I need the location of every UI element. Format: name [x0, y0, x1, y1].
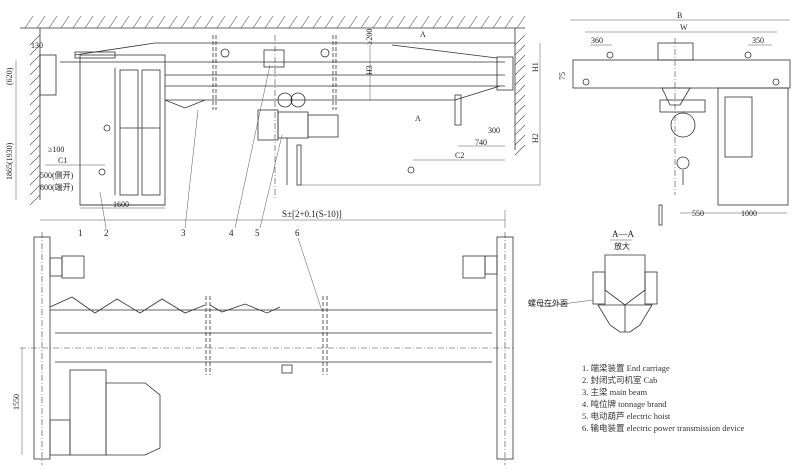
svg-text:350: 350: [752, 36, 764, 45]
cab-side: [717, 87, 789, 206]
callouts: 1 2 3 4 5 6: [78, 64, 323, 312]
svg-text:6: 6: [295, 228, 300, 238]
svg-text:1. 端梁装置 End carriage: 1. 端梁装置 End carriage: [582, 363, 670, 373]
svg-text:1600: 1600: [113, 200, 129, 209]
svg-text:1550: 1550: [12, 394, 21, 410]
svg-text:2: 2: [104, 228, 109, 238]
svg-text:5. 电动葫芦 electric hoist: 5. 电动葫芦 electric hoist: [582, 411, 671, 421]
hoist-plan: [281, 364, 293, 374]
section-title: A—A: [612, 229, 634, 239]
svg-text:H1: H1: [531, 62, 540, 72]
section-a-a: A—A 放大 螺母在外面: [528, 229, 658, 333]
cab: [74, 51, 166, 206]
svg-text:4. 吨位牌 tonnage brand: 4. 吨位牌 tonnage brand: [582, 399, 667, 409]
travel-motor-right: [462, 255, 498, 279]
svg-text:1000: 1000: [741, 209, 757, 218]
elevation-view: S±[2+0.1(S-10)] (620) 1865(1930) 130 ≥10…: [5, 15, 541, 312]
end-beam-side: [572, 59, 791, 89]
svg-text:740: 740: [475, 138, 487, 147]
elevation-dimensions: S±[2+0.1(S-10)] (620) 1865(1930) 130 ≥10…: [5, 29, 541, 228]
left-wall: [29, 28, 41, 206]
svg-text:B: B: [677, 11, 682, 20]
svg-text:3: 3: [181, 228, 186, 238]
svg-text:H2: H2: [531, 133, 540, 143]
plan-view: 1550: [12, 232, 515, 465]
section-note: 螺母在外面: [528, 298, 568, 308]
svg-text:1865(1930): 1865(1930): [5, 142, 14, 180]
svg-text:≥100: ≥100: [48, 145, 64, 154]
svg-text:H3: H3: [365, 65, 374, 75]
svg-text:2. 封闭式司机室 Cab: 2. 封闭式司机室 Cab: [582, 375, 657, 385]
svg-text:≥200: ≥200: [365, 29, 374, 45]
section-subtitle: 放大: [614, 241, 630, 251]
svg-text:C2: C2: [455, 151, 464, 160]
svg-text:130: 130: [31, 41, 43, 50]
legend: 1. 端梁装置 End carriage 2. 封闭式司机室 Cab 3. 主梁…: [582, 363, 745, 433]
side-view: B W 360 350 75 550 1000: [558, 11, 791, 226]
travel-motor-left: [49, 255, 85, 279]
svg-text:300: 300: [488, 126, 500, 135]
svg-text:A: A: [415, 114, 421, 123]
svg-text:C1: C1: [58, 156, 67, 165]
svg-text:500(侧开): 500(侧开): [40, 170, 74, 180]
svg-text:800(端开): 800(端开): [40, 182, 74, 192]
cable-festoon: [49, 296, 206, 314]
electric-hoist: [257, 92, 339, 186]
span-dim: S±[2+0.1(S-10)]: [282, 209, 342, 219]
svg-text:4: 4: [229, 228, 234, 238]
svg-text:5: 5: [255, 228, 260, 238]
svg-text:360: 360: [591, 36, 603, 45]
collector: [454, 94, 462, 126]
main-beam: [60, 35, 515, 200]
hook-symbol: [407, 166, 415, 174]
hoist-side: [659, 87, 706, 185]
svg-text:75: 75: [558, 72, 567, 80]
svg-text:3. 主梁 main beam: 3. 主梁 main beam: [582, 387, 648, 397]
cab-plan: [49, 369, 161, 456]
svg-text:A: A: [420, 30, 426, 39]
svg-text:1: 1: [78, 228, 83, 238]
svg-text:W: W: [680, 23, 688, 32]
left-end-carriage: [39, 54, 57, 96]
girder-top: [657, 42, 694, 61]
svg-text:550: 550: [692, 209, 704, 218]
right-end-carriage: [496, 56, 514, 91]
right-wall: [514, 28, 526, 156]
tonnage-plate: [263, 49, 285, 68]
svg-text:6. 输电装置 electric power transmi: 6. 输电装置 electric power transmission devi…: [582, 423, 745, 433]
svg-text:(620): (620): [5, 67, 14, 85]
ceiling-hatch: [20, 15, 526, 29]
